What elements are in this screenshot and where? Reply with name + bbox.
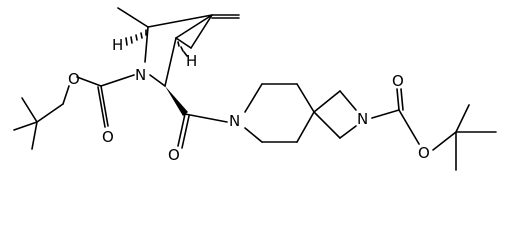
- atom-n-azabicyclo: N: [135, 66, 146, 84]
- azetidine-ring: [313, 90, 357, 139]
- atom-n-azetidine: N: [357, 110, 368, 128]
- left-tert-butyl-group: [13, 97, 64, 150]
- atom-n-piperidine: N: [229, 112, 240, 130]
- solid-wedge-amide: [165, 86, 188, 116]
- structure-drawing: O O N H H O N N O O: [13, 7, 497, 171]
- azabicyclo-core: [117, 7, 240, 87]
- left-boc-carbamate: [62, 74, 135, 128]
- amide-linkage: [177, 113, 228, 149]
- piperidine-ring: [244, 83, 315, 143]
- atom-o-boc-left-ether: O: [68, 70, 80, 88]
- atom-o-boc-right-ether: O: [418, 144, 430, 162]
- atom-o-boc-left-carbonyl: O: [102, 128, 114, 146]
- molecule-canvas: O O N H H O N N O O: [13, 7, 497, 171]
- atom-o-amide-carbonyl: O: [168, 146, 180, 164]
- right-boc-carbamate: [371, 88, 457, 151]
- hashed-wedge-right-h: [177, 41, 188, 57]
- atom-o-boc-right-carbonyl: O: [392, 72, 404, 90]
- atom-h-bridgehead-right: H: [186, 52, 197, 70]
- hashed-wedge-left-h: [125, 29, 147, 46]
- right-tert-butyl-group: [455, 104, 497, 171]
- atom-h-bridgehead-left: H: [112, 36, 123, 54]
